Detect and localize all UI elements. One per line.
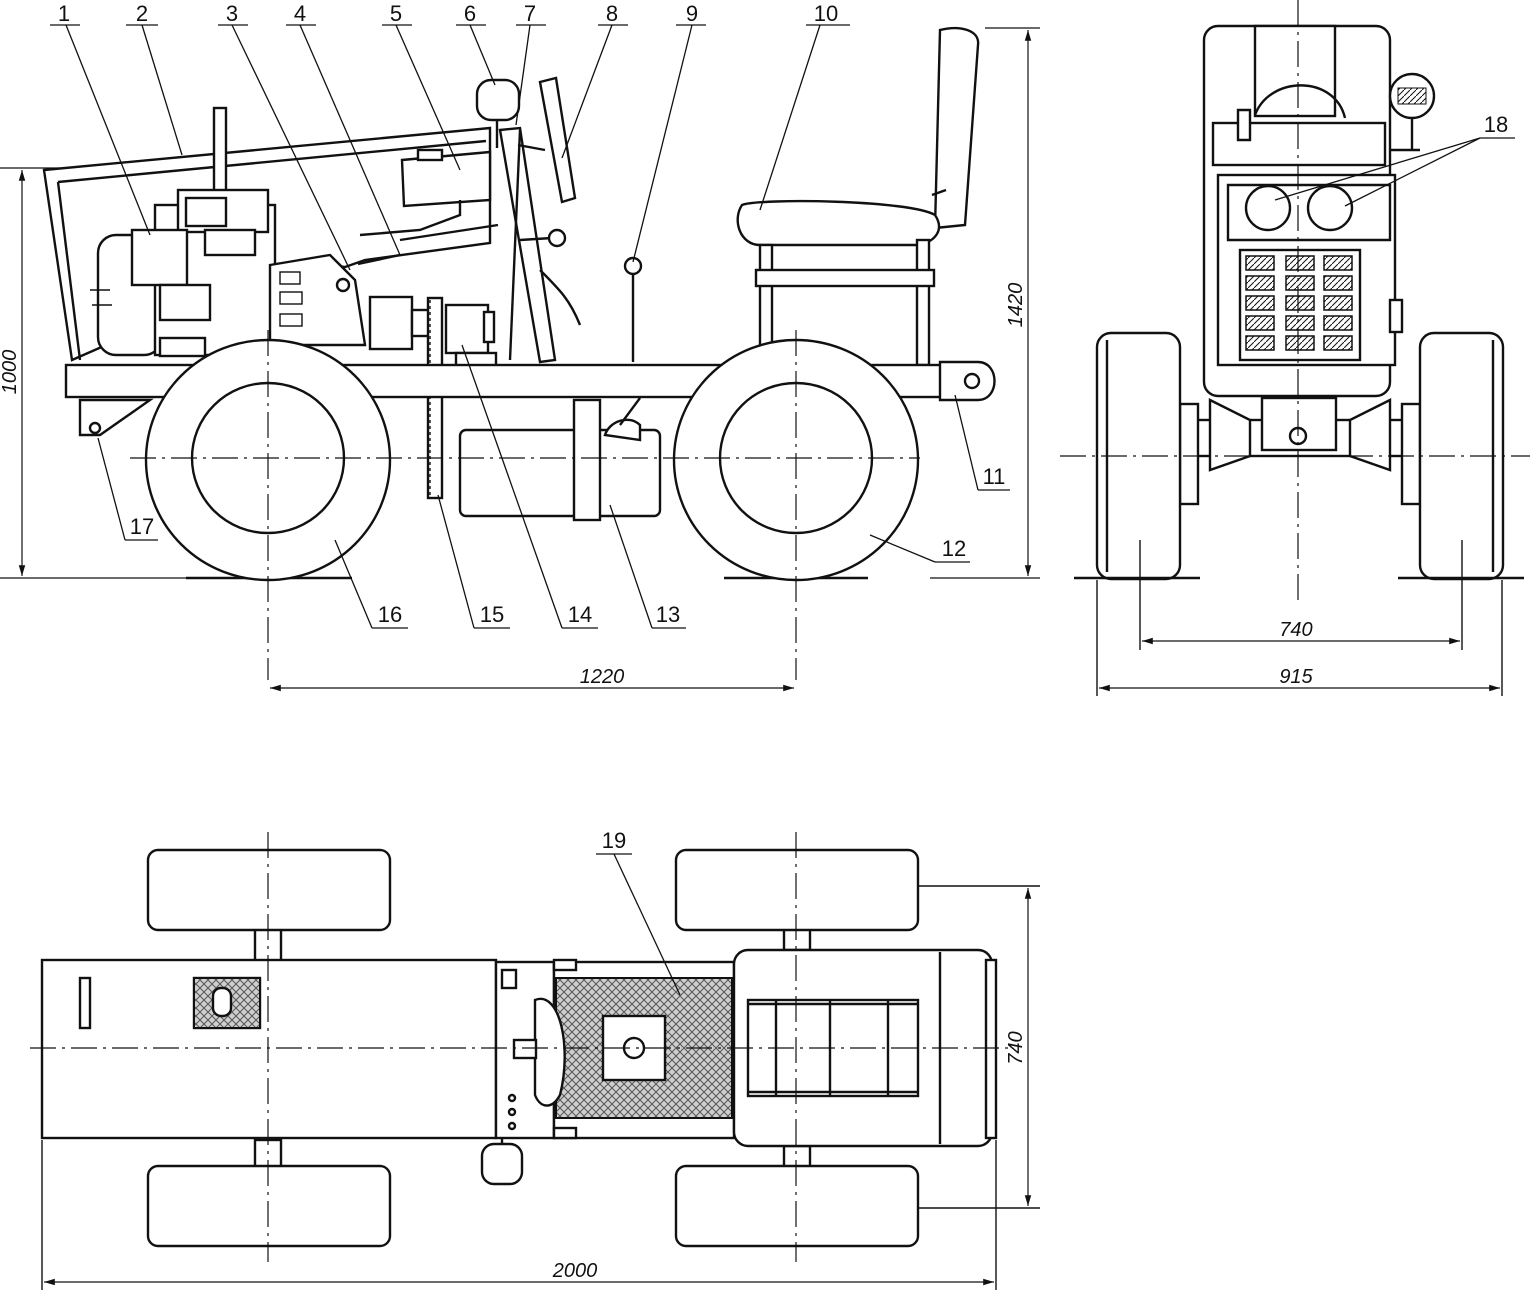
- headlight-left: [1244, 184, 1292, 232]
- dim-height-1000: 1000: [0, 350, 21, 395]
- callout-18: 18: [1484, 112, 1508, 137]
- top-steering-wheel: [533, 997, 566, 1107]
- callout-4: 4: [294, 1, 306, 26]
- dim-length-2000: 2000: [552, 1260, 598, 1282]
- seat: [736, 26, 980, 367]
- callout-17: 17: [130, 514, 154, 539]
- side-view: 1000 1420 1220 1 2 3 4 5 6 7 8 9 10: [0, 1, 1040, 692]
- fuel-tank: [400, 150, 492, 208]
- callout-13: 13: [656, 602, 680, 627]
- callout-6: 6: [464, 1, 476, 26]
- front-view: 740 915 18: [1060, 0, 1530, 696]
- callout-12: 12: [942, 536, 966, 561]
- dim-width-915: 915: [1279, 666, 1313, 688]
- headlight-right: [1306, 184, 1354, 232]
- callout-2: 2: [136, 1, 148, 26]
- top-view: 740 2000 19: [30, 828, 1040, 1290]
- callout-11: 11: [983, 464, 1006, 489]
- top-wheel-front-left: [146, 848, 392, 932]
- callout-3: 3: [226, 1, 238, 26]
- callout-14: 14: [568, 602, 592, 627]
- dim-top-width-740: 740: [1005, 1031, 1027, 1064]
- dim-wheelbase-1220: 1220: [580, 666, 625, 688]
- callout-8: 8: [606, 1, 618, 26]
- callout-1: 1: [58, 1, 70, 26]
- callout-19: 19: [602, 828, 626, 853]
- callout-10: 10: [814, 1, 838, 26]
- callout-15: 15: [480, 602, 504, 627]
- steering-column: [498, 126, 557, 364]
- top-hood: [40, 958, 498, 1140]
- callout-9: 9: [686, 1, 698, 26]
- exhaust-pipe: [212, 106, 228, 196]
- rear-axle-housing: [458, 428, 662, 518]
- top-wheel-rear-right: [674, 1164, 920, 1248]
- steering-wheel: [538, 76, 577, 204]
- gearbox: [268, 253, 432, 351]
- top-wheel-front-right: [146, 1164, 392, 1248]
- reduction-unit: [444, 303, 490, 355]
- dim-height-1420: 1420: [1005, 283, 1027, 328]
- callout-16: 16: [378, 602, 402, 627]
- grille-slots: [1245, 255, 1353, 351]
- callout-7: 7: [524, 1, 536, 26]
- top-wheel-rear-left: [674, 848, 920, 932]
- headlamp-6: [475, 78, 521, 122]
- lever-knob: [623, 256, 643, 276]
- dim-track-740: 740: [1279, 619, 1312, 641]
- callout-5: 5: [390, 1, 402, 26]
